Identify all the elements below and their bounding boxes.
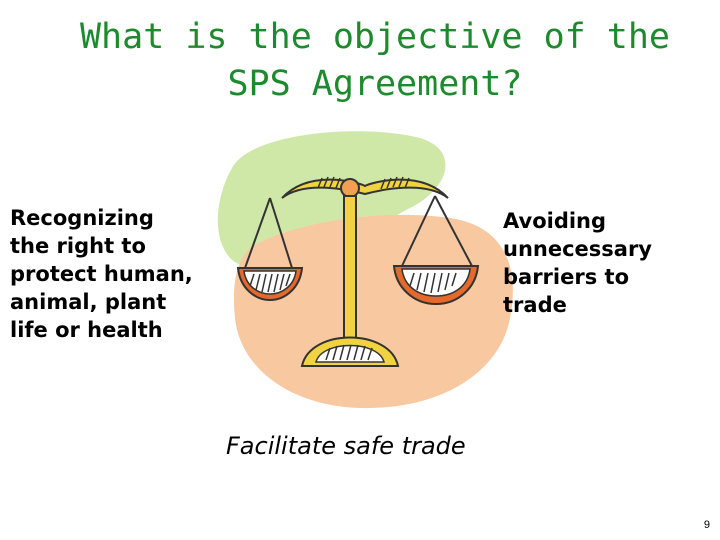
left-objective-text: Recognizing the right to protect human, … xyxy=(10,204,240,344)
caption-facilitate-safe-trade: Facilitate safe trade xyxy=(226,432,466,460)
green-blob xyxy=(217,131,446,270)
right-objective-text: Avoiding unnecessary barriers to trade xyxy=(503,207,713,319)
right-text-line: unnecessary xyxy=(503,237,652,261)
left-text-line: animal, plant xyxy=(10,290,167,314)
orange-blob xyxy=(233,214,513,409)
left-text-line: life or health xyxy=(10,318,163,342)
right-text-line: Avoiding xyxy=(503,209,607,233)
title-line-2: SPS Agreement? xyxy=(227,64,523,104)
right-text-line: trade xyxy=(503,293,567,317)
page-number: 9 xyxy=(703,519,710,531)
right-text-line: barriers to xyxy=(503,265,629,289)
title-line-1: What is the objective of the xyxy=(79,17,670,57)
left-text-line: the right to xyxy=(10,234,146,258)
slide-title: What is the objective of the SPS Agreeme… xyxy=(40,14,710,108)
left-text-line: Recognizing xyxy=(10,206,154,230)
balance-scale-icon xyxy=(217,131,513,409)
left-text-line: protect human, xyxy=(10,262,193,286)
